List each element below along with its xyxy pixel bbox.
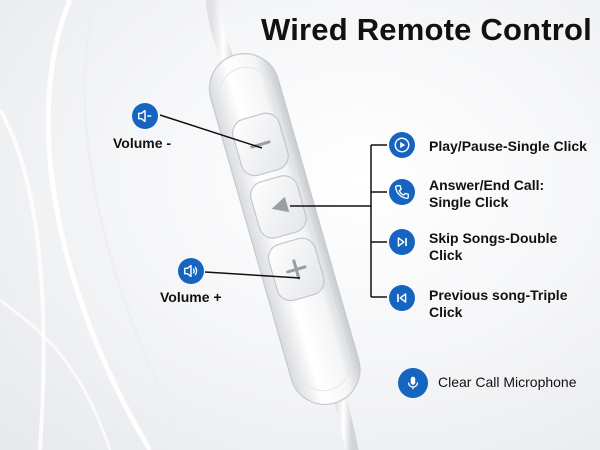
callout-volume-up bbox=[204, 271, 301, 279]
background-cable bbox=[45, 0, 153, 450]
skip-label-line1: Skip Songs-Double bbox=[429, 230, 558, 246]
skip-next-icon bbox=[389, 229, 415, 255]
background-cable bbox=[0, 109, 46, 450]
background-cable bbox=[83, 0, 192, 450]
play-pause-icon bbox=[389, 132, 415, 158]
play-pause-label: Play/Pause-Single Click bbox=[429, 138, 587, 154]
callout-volume-down bbox=[159, 114, 263, 149]
volume-up-label: Volume + bbox=[160, 289, 222, 305]
answer-label-line1: Answer/End Call: bbox=[429, 177, 545, 193]
microphone-label: Clear Call Microphone bbox=[438, 374, 577, 390]
previous-label-line1: Previous song-Triple bbox=[429, 287, 568, 303]
speaker-plus-icon bbox=[178, 258, 204, 284]
speaker-minus-icon bbox=[132, 103, 158, 129]
skip-previous-icon bbox=[389, 285, 415, 311]
answer-label-line2: Single Click bbox=[429, 194, 509, 210]
page-title: Wired Remote Control bbox=[261, 12, 592, 47]
background-cable bbox=[0, 298, 112, 450]
skip-label-line2: Click bbox=[429, 247, 463, 263]
plus-glyph-v bbox=[292, 259, 301, 280]
phone-icon bbox=[389, 179, 415, 205]
volume-down-label: Volume - bbox=[113, 135, 172, 151]
triangle-glyph bbox=[271, 196, 290, 213]
microphone-icon bbox=[398, 368, 428, 398]
previous-label-line2: Click bbox=[429, 304, 463, 320]
